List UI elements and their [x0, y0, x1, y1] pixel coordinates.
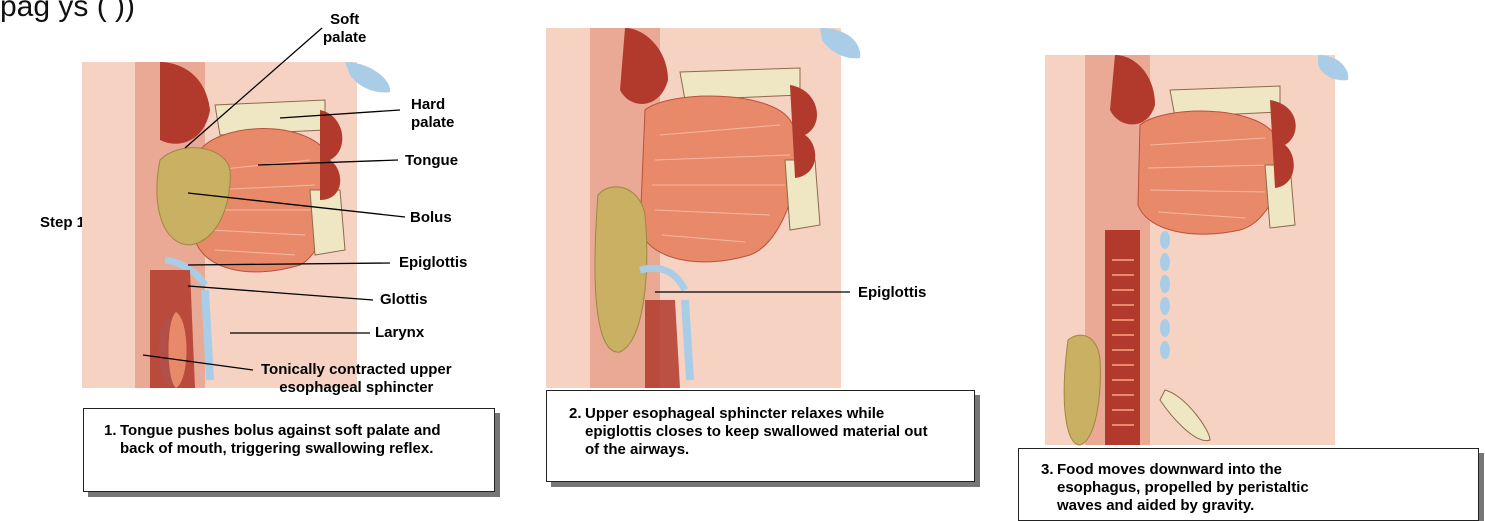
panel-2-illustration — [546, 28, 860, 388]
label-sphincter-line2: esophageal sphincter — [261, 379, 452, 397]
label-upper-esophageal-sphincter: Tonically contracted upper esophageal sp… — [261, 361, 452, 397]
panel-3-illustration — [1045, 55, 1348, 445]
label-epiglottis: Epiglottis — [399, 254, 467, 272]
panel-1-illustration — [82, 62, 390, 388]
label-soft-palate-line2: palate — [323, 29, 366, 47]
label-bolus: Bolus — [410, 209, 452, 227]
caption-step-3-number: 3. — [1041, 461, 1057, 479]
label-epiglottis-panel2: Epiglottis — [858, 284, 926, 302]
caption-step-1-text: Tongue pushes bolus against soft palate … — [120, 422, 450, 458]
label-larynx: Larynx — [375, 324, 424, 342]
caption-step-3: 3.Food moves downward into the esophagus… — [1018, 448, 1479, 521]
caption-step-2: 2.Upper esophageal sphincter relaxes whi… — [546, 390, 975, 482]
label-soft-palate-line1: Soft — [323, 11, 366, 29]
label-hard-palate-line1: Hard — [411, 96, 454, 114]
caption-step-2-text: Upper esophageal sphincter relaxes while… — [585, 405, 935, 459]
caption-step-3-text: Food moves downward into the esophagus, … — [1057, 461, 1357, 515]
label-hard-palate: Hard palate — [411, 96, 454, 132]
caption-step-2-number: 2. — [569, 405, 585, 423]
label-hard-palate-line2: palate — [411, 114, 454, 132]
caption-step-1: 1.Tongue pushes bolus against soft palat… — [83, 408, 495, 492]
label-tongue: Tongue — [405, 152, 458, 170]
label-sphincter-line1: Tonically contracted upper — [261, 361, 452, 379]
label-glottis: Glottis — [380, 291, 428, 309]
label-soft-palate: Soft palate — [323, 11, 366, 47]
caption-step-1-number: 1. — [104, 422, 120, 440]
